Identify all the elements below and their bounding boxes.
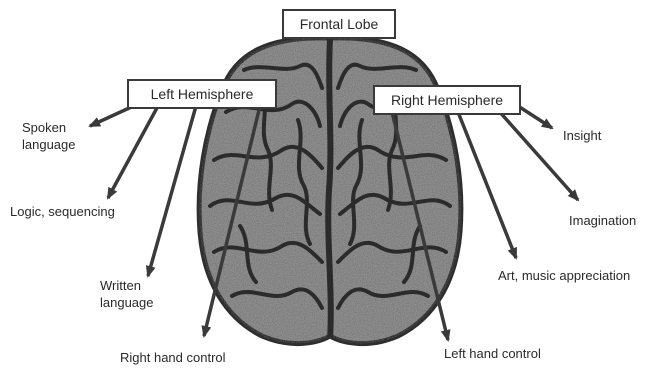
right-hand-control-label: Right hand control xyxy=(120,350,226,365)
logic-sequencing-label: Logic, sequencing xyxy=(10,204,115,219)
frontal-lobe-label: Frontal Lobe xyxy=(300,16,379,32)
left-hand-control-label: Left hand control xyxy=(444,346,541,361)
insight-label: Insight xyxy=(563,128,602,143)
written-language-label-line2: language xyxy=(100,295,154,310)
imagination-label: Imagination xyxy=(569,213,636,228)
left-hemisphere-label: Left Hemisphere xyxy=(151,86,254,102)
arrow-art-music xyxy=(458,112,516,258)
arrow-imagination xyxy=(498,110,578,200)
right-hemisphere-box: Right Hemisphere xyxy=(374,86,520,114)
spoken-language-label-line1: Spoken xyxy=(22,120,66,135)
spoken-language-label-line2: language xyxy=(22,137,76,152)
right-hemisphere-label: Right Hemisphere xyxy=(391,92,503,108)
left-hemisphere-box: Left Hemisphere xyxy=(128,80,276,108)
arrow-logic-sequencing xyxy=(108,106,158,198)
arrow-written-language xyxy=(148,106,196,276)
arrow-insight xyxy=(518,106,552,128)
written-language-label-line1: Written xyxy=(100,278,141,293)
art-music-appreciation-label: Art, music appreciation xyxy=(498,268,630,283)
frontal-lobe-box: Frontal Lobe xyxy=(283,10,395,38)
